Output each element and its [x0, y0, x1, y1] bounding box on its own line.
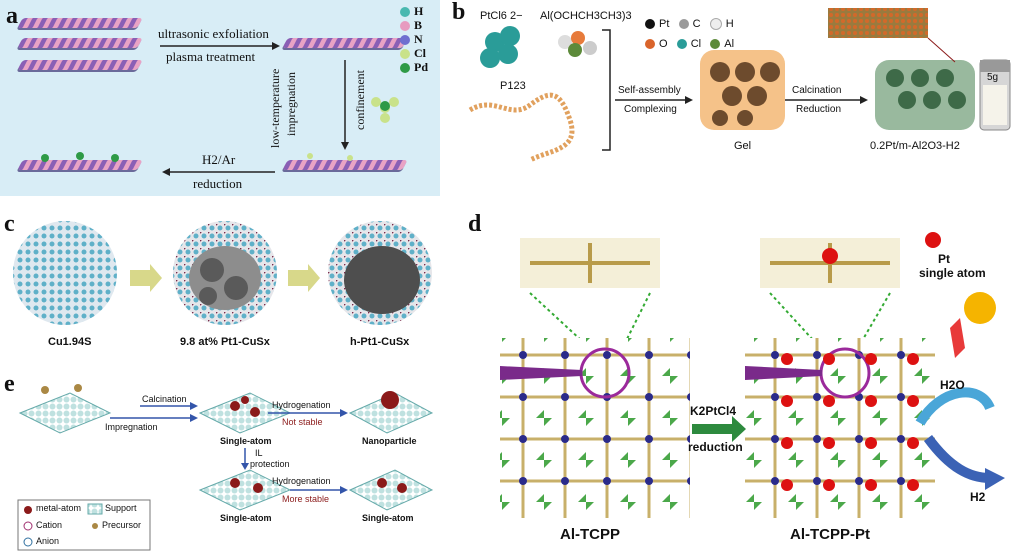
panel-d: d	[460, 208, 1013, 554]
il-line1: IL	[255, 448, 263, 458]
label-h-pt1-cusx: h-Pt1-CuSx	[350, 336, 410, 348]
legend-precursor: Precursor	[102, 520, 142, 530]
panel-e-label: e	[4, 371, 15, 397]
more-stable: More stable	[282, 494, 330, 504]
step3-line2: reduction	[193, 176, 243, 191]
single-atom-1: Single-atom	[220, 436, 272, 446]
panel-c-graphics	[13, 221, 432, 325]
product-label: 0.2Pt/m-Al2O3-H2	[870, 140, 960, 152]
legend-item-cl: Cl	[400, 46, 428, 60]
hydrogen-label: H2	[970, 490, 986, 504]
step3-line1: H2/Ar	[202, 152, 236, 167]
legend-metal-atom: metal-atom	[36, 503, 82, 513]
step1-line2: plasma treatment	[166, 49, 256, 64]
panel-b-label: b	[452, 0, 466, 25]
legend-cl: Cl	[676, 38, 701, 50]
reagent-label: K2PtCl4	[690, 404, 737, 418]
arrow1-bottom: Complexing	[624, 104, 677, 115]
arrow2-bottom: Reduction	[796, 104, 842, 115]
hydrogenation-2: Hydrogenation	[272, 476, 331, 486]
legend-pt: Pt	[645, 18, 669, 30]
legend-dot-cl	[400, 49, 410, 60]
al-tcpp-label: Al-TCPP	[560, 526, 620, 543]
al-tcpp-pt-label: Al-TCPP-Pt	[790, 526, 870, 543]
reduction-label: reduction	[688, 440, 743, 454]
legend-c: C	[678, 18, 701, 30]
panel-b: b PtCl6 2− Al(OCHCH3CH3)3 P123	[450, 0, 1013, 196]
single-atom-3: Single-atom	[362, 513, 414, 523]
legend-item-n: N	[400, 32, 428, 46]
pt-legend-line2: single atom	[919, 266, 986, 280]
legend-item-b: B	[400, 18, 428, 32]
panel-a-legend: H B N Cl Pd	[400, 4, 428, 74]
gel-structure	[700, 50, 785, 130]
vial-label: 5g	[987, 72, 999, 83]
legend-item-pd: Pd	[400, 60, 428, 74]
not-stable: Not stable	[282, 417, 323, 427]
gel-label: Gel	[734, 140, 752, 152]
arrow1-top: Self-assembly	[618, 85, 681, 96]
panel-a: a ultrasonic exfoliation plasma treatmen…	[0, 0, 440, 196]
legend-item-h: H	[400, 4, 428, 18]
nanoparticle-label: Nanoparticle	[362, 436, 417, 446]
legend-dot-h	[400, 7, 410, 18]
panel-a-label: a	[6, 3, 18, 29]
impregnation-label: Impregnation	[105, 422, 158, 432]
calcination-label: Calcination	[142, 394, 187, 404]
il-line2: protection	[250, 459, 290, 469]
panel-b-legend: Pt C H O Cl Al	[645, 14, 775, 54]
legend-anion: Anion	[36, 536, 60, 546]
legend-h: H	[709, 18, 734, 31]
step2-line1: low-temperature	[268, 68, 282, 148]
legend-dot-b	[400, 21, 410, 32]
precursor-al-isopropoxide: Al(OCHCH3CH3)3	[540, 10, 632, 22]
label-pt1-cusx: 9.8 at% Pt1-CuSx	[180, 336, 270, 348]
legend-cation: Cation	[36, 520, 63, 530]
single-atom-2: Single-atom	[220, 513, 272, 523]
legend-dot-pd	[400, 63, 410, 74]
water-label: H2O	[940, 378, 965, 392]
panel-d-label: d	[468, 211, 482, 237]
polymer-p123: P123	[500, 80, 526, 92]
pt-atoms-in-framework	[781, 353, 919, 491]
panel-e: e Calcination Impregnation	[0, 368, 440, 554]
legend-support: Support	[105, 503, 137, 513]
panel-a-arrows	[41, 42, 399, 176]
step2-line3: confinement	[353, 70, 367, 130]
step2-line2: impregnation	[284, 72, 298, 136]
label-cu194s: Cu1.94S	[48, 336, 92, 348]
panel-b-graphics	[468, 8, 1011, 163]
legend-al: Al	[710, 38, 734, 50]
product-structure	[875, 60, 975, 130]
legend-o: O	[645, 38, 668, 50]
step1-line1: ultrasonic exfoliation	[158, 26, 269, 41]
panel-c-label: c	[4, 211, 15, 237]
hydrogenation-1: Hydrogenation	[272, 400, 331, 410]
precursor-ptcl6: PtCl6 2−	[480, 10, 523, 22]
legend-dot-n	[400, 35, 410, 46]
panel-c: c Cu1.94S 9.8 at% Pt1-CuSx h-Pt1-CuSx	[0, 208, 440, 358]
arrow2-top: Calcination	[792, 85, 842, 96]
pt-legend-line1: Pt	[938, 252, 950, 266]
panel-d-graphics	[500, 232, 1005, 518]
panel-e-graphics	[17, 384, 434, 551]
